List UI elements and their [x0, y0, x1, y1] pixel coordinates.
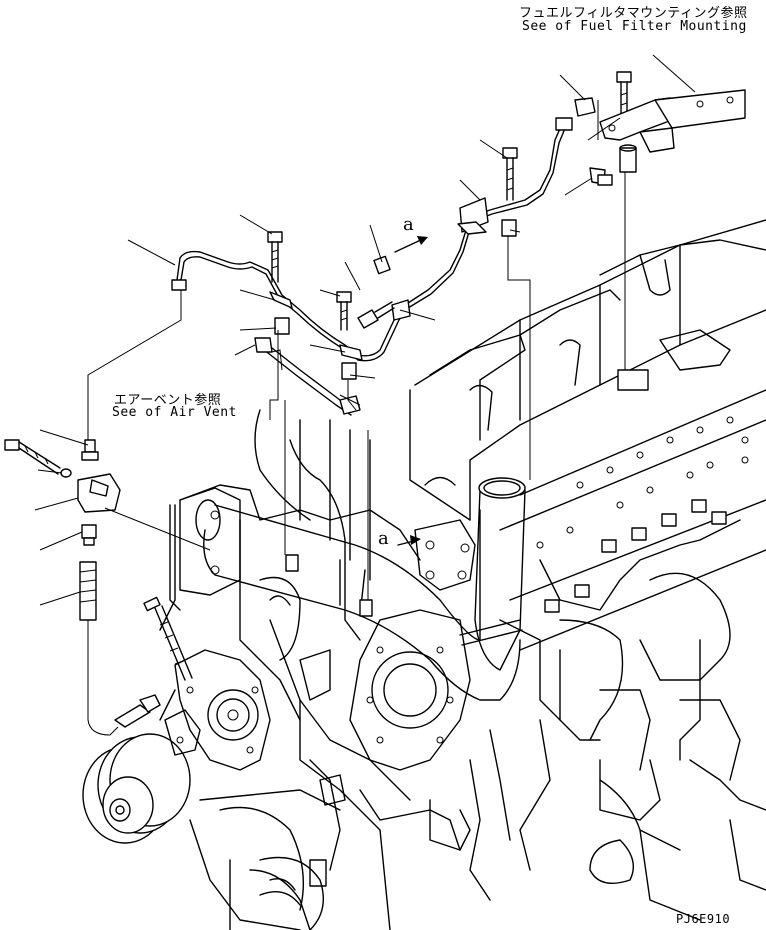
view-a-arrows [394, 236, 428, 546]
view-mark-a-upper: a [403, 214, 414, 235]
head-bolts [536, 416, 749, 549]
upper-bolts [267, 71, 632, 331]
cylinder-head-cover [409, 219, 766, 521]
fan-bracket [159, 649, 271, 771]
left-exploded-parts [4, 439, 121, 621]
air-vent-callout-en: See of Air Vent [112, 405, 237, 420]
fuel-fitting-elbow [574, 97, 613, 186]
fan-bracket-bolt [143, 596, 193, 681]
air-vent-callout-jp: エアーベント参照 [114, 393, 222, 408]
cylinder-block [469, 389, 766, 921]
view-mark-a-lower: a [378, 528, 389, 549]
air-vent-line [254, 337, 361, 416]
pipe-spacers [274, 144, 637, 617]
crank-pulley [82, 733, 191, 844]
water-pipe [195, 477, 526, 701]
drawing-code: PJ6E910 [676, 912, 731, 926]
leader-lines [34, 54, 696, 736]
thermostat-housing [414, 519, 476, 591]
pipe-support-bracket [169, 487, 241, 611]
fuel-line-clips [269, 197, 489, 361]
fuel-filter-callout-en: See of Fuel Filter Mounting [522, 19, 747, 34]
fuel-filter-bracket [599, 89, 746, 153]
fuel-filter-callout-jp: フュエルフィルタマウンティング参照 [519, 6, 748, 21]
flywheel-housing [189, 789, 341, 930]
small-connector [114, 694, 161, 728]
timing-gear-case [159, 409, 471, 930]
fuel-line-upper [171, 117, 573, 362]
